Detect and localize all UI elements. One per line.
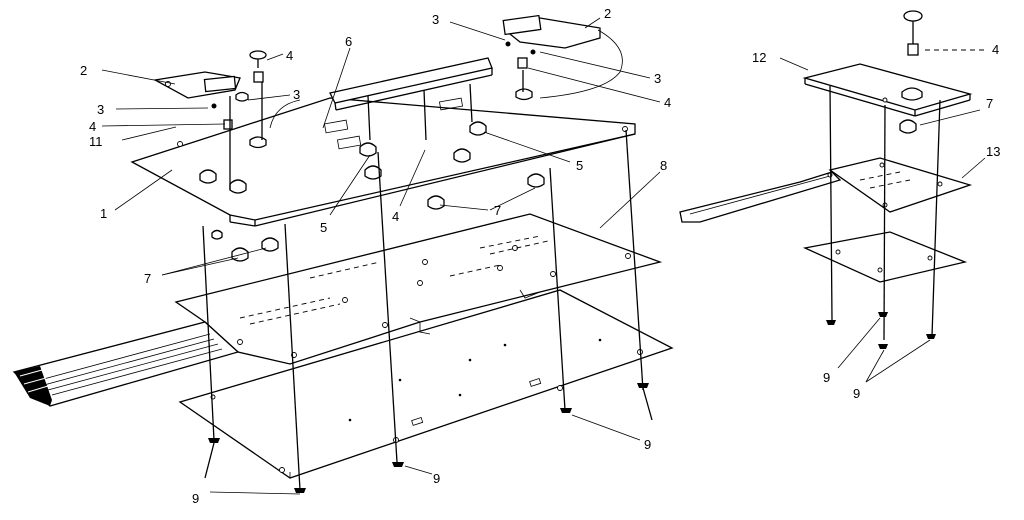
callout-4-far-right: 4 xyxy=(992,42,999,57)
bracket-right xyxy=(502,14,623,99)
callout-2-left: 2 xyxy=(80,63,87,78)
callout-6: 6 xyxy=(345,34,352,49)
top-plate xyxy=(130,97,636,227)
callout-7-far-right: 7 xyxy=(986,96,993,111)
callout-5-right: 5 xyxy=(576,158,583,173)
screw-posts-left xyxy=(202,70,644,491)
callout-9-mid: 9 xyxy=(433,471,440,486)
callout-9-left: 9 xyxy=(192,491,199,506)
left-ribbon-cable xyxy=(12,321,240,407)
standoffs xyxy=(199,121,545,262)
right-top-plate xyxy=(802,10,973,134)
callout-3-left: 3 xyxy=(97,102,104,117)
callout-7-mid: 7 xyxy=(494,203,501,218)
callout-4-right: 4 xyxy=(664,95,671,110)
callout-12: 12 xyxy=(752,50,766,65)
callout-4-top: 4 xyxy=(286,48,293,63)
callout-8: 8 xyxy=(660,158,667,173)
callout-9-right-a: 9 xyxy=(823,370,830,385)
callout-13: 13 xyxy=(986,144,1000,159)
right-screw-posts xyxy=(826,85,941,349)
bracket-left xyxy=(153,71,241,99)
callout-3-right: 3 xyxy=(654,71,661,86)
callout-labels: 2 3 4 11 1 4 3 6 3 2 3 4 5 8 5 4 7 7 9 9… xyxy=(80,6,1000,506)
screws-bottom-left xyxy=(204,383,653,493)
callout-2-right: 2 xyxy=(604,6,611,21)
callout-9-right-b: 9 xyxy=(853,386,860,401)
bottom-base-plate xyxy=(178,289,674,479)
callout-1: 1 xyxy=(100,206,107,221)
leader-lines-right xyxy=(779,49,986,383)
callout-11: 11 xyxy=(89,134,103,149)
callout-3-top: 3 xyxy=(432,12,439,27)
callout-7-left: 7 xyxy=(144,271,151,286)
callout-4-left: 4 xyxy=(89,119,96,134)
callout-4-mid: 4 xyxy=(392,209,399,224)
callout-5-left: 5 xyxy=(320,220,327,235)
right-circuit-sheet xyxy=(679,157,973,223)
callout-3-mid: 3 xyxy=(293,87,300,102)
leader-lines-left xyxy=(101,17,661,495)
callout-9-right: 9 xyxy=(644,437,651,452)
top-rail xyxy=(329,57,493,111)
small-parts-top xyxy=(211,41,536,149)
